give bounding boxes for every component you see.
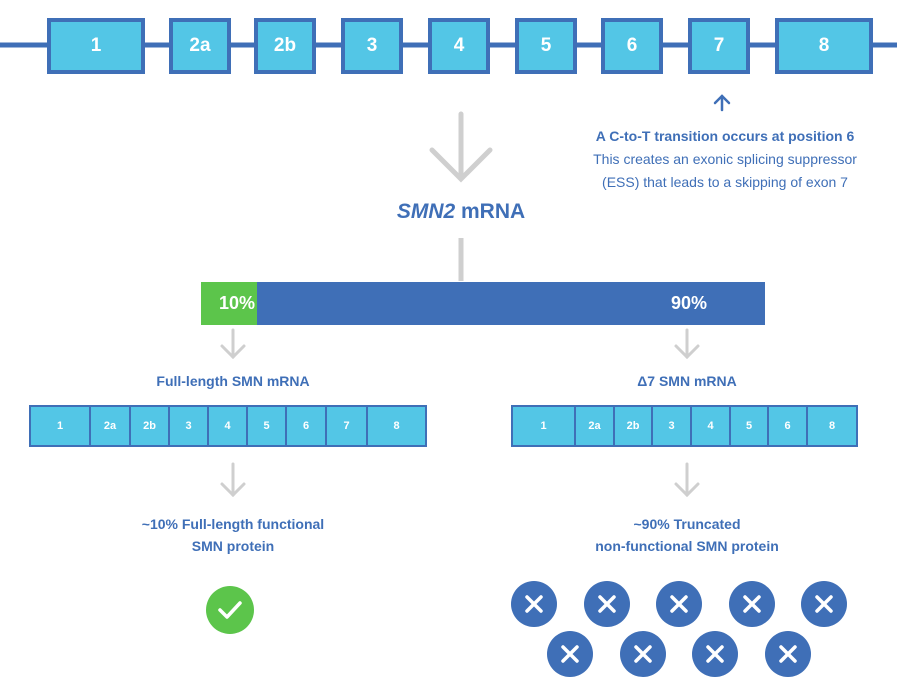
x-icon (547, 631, 593, 677)
delta7-exon-2b: 2b (613, 405, 653, 447)
gene-exon-1: 1 (47, 18, 145, 74)
delta7-exon-8: 8 (806, 405, 858, 447)
full-length-exon-8: 8 (366, 405, 427, 447)
smn2-mrna-label: SMN2 mRNA (397, 200, 525, 224)
delta7-exon-1: 1 (511, 405, 576, 447)
mutation-annotation-line-1: This creates an exonic splicing suppress… (593, 151, 857, 167)
gene-exon-2a: 2a (169, 18, 231, 74)
delta7-mrna-title: Δ7 SMN mRNA (637, 373, 737, 389)
delta7-exon-3: 3 (651, 405, 692, 447)
x-icon (692, 631, 738, 677)
full-length-exon-2b: 2b (129, 405, 170, 447)
right-down-arrow-1-icon (674, 328, 700, 360)
full-length-exon-7: 7 (325, 405, 368, 447)
gene-exon-5: 5 (515, 18, 577, 74)
large-down-arrow-icon (429, 111, 493, 183)
x-icon (511, 581, 557, 627)
delta7-percentage-label: 90% (670, 293, 707, 313)
x-icon (729, 581, 775, 627)
truncated-protein-line-2: non-functional SMN protein (595, 538, 779, 554)
gene-exon-3: 3 (341, 18, 403, 74)
x-icon (620, 631, 666, 677)
x-icon (656, 581, 702, 627)
delta7-exon-6: 6 (767, 405, 808, 447)
truncated-protein-line-1: ~90% Truncated (633, 516, 741, 532)
full-length-exon-4: 4 (207, 405, 248, 447)
left-down-arrow-2-icon (220, 462, 246, 498)
mutation-annotation-line-2: (ESS) that leads to a skipping of exon 7 (602, 174, 848, 190)
x-icon (801, 581, 847, 627)
full-length-percentage-label: 10% (219, 293, 256, 313)
right-down-arrow-2-icon (674, 462, 700, 498)
x-icon (584, 581, 630, 627)
gene-exon-2b: 2b (254, 18, 316, 74)
full-length-percentage-segment: 10% (201, 282, 258, 325)
gene-exon-4: 4 (428, 18, 490, 74)
full-length-exon-2a: 2a (89, 405, 131, 447)
gene-exon-8: 8 (775, 18, 873, 74)
delta7-exon-2a: 2a (574, 405, 615, 447)
up-arrow-icon (713, 94, 731, 112)
full-length-protein-line-1: ~10% Full-length functional (141, 516, 325, 532)
smn2-gene-name: SMN2 (396, 200, 456, 223)
full-length-exon-5: 5 (246, 405, 287, 447)
delta7-percentage-segment: 90% (257, 282, 765, 325)
delta7-exon-4: 4 (690, 405, 731, 447)
mrna-suffix: mRNA (455, 200, 526, 223)
x-icon (765, 631, 811, 677)
full-length-protein-line-2: SMN protein (191, 538, 275, 554)
check-icon (206, 586, 254, 634)
full-length-exon-6: 6 (285, 405, 327, 447)
full-length-exon-3: 3 (168, 405, 209, 447)
mutation-annotation-title: A C-to-T transition occurs at position 6 (595, 128, 855, 144)
full-length-mrna-title: Full-length SMN mRNA (156, 373, 310, 389)
gene-exon-6: 6 (601, 18, 663, 74)
full-length-exon-1: 1 (29, 405, 91, 447)
gene-exon-7: 7 (688, 18, 750, 74)
left-down-arrow-1-icon (220, 328, 246, 360)
delta7-exon-5: 5 (729, 405, 769, 447)
